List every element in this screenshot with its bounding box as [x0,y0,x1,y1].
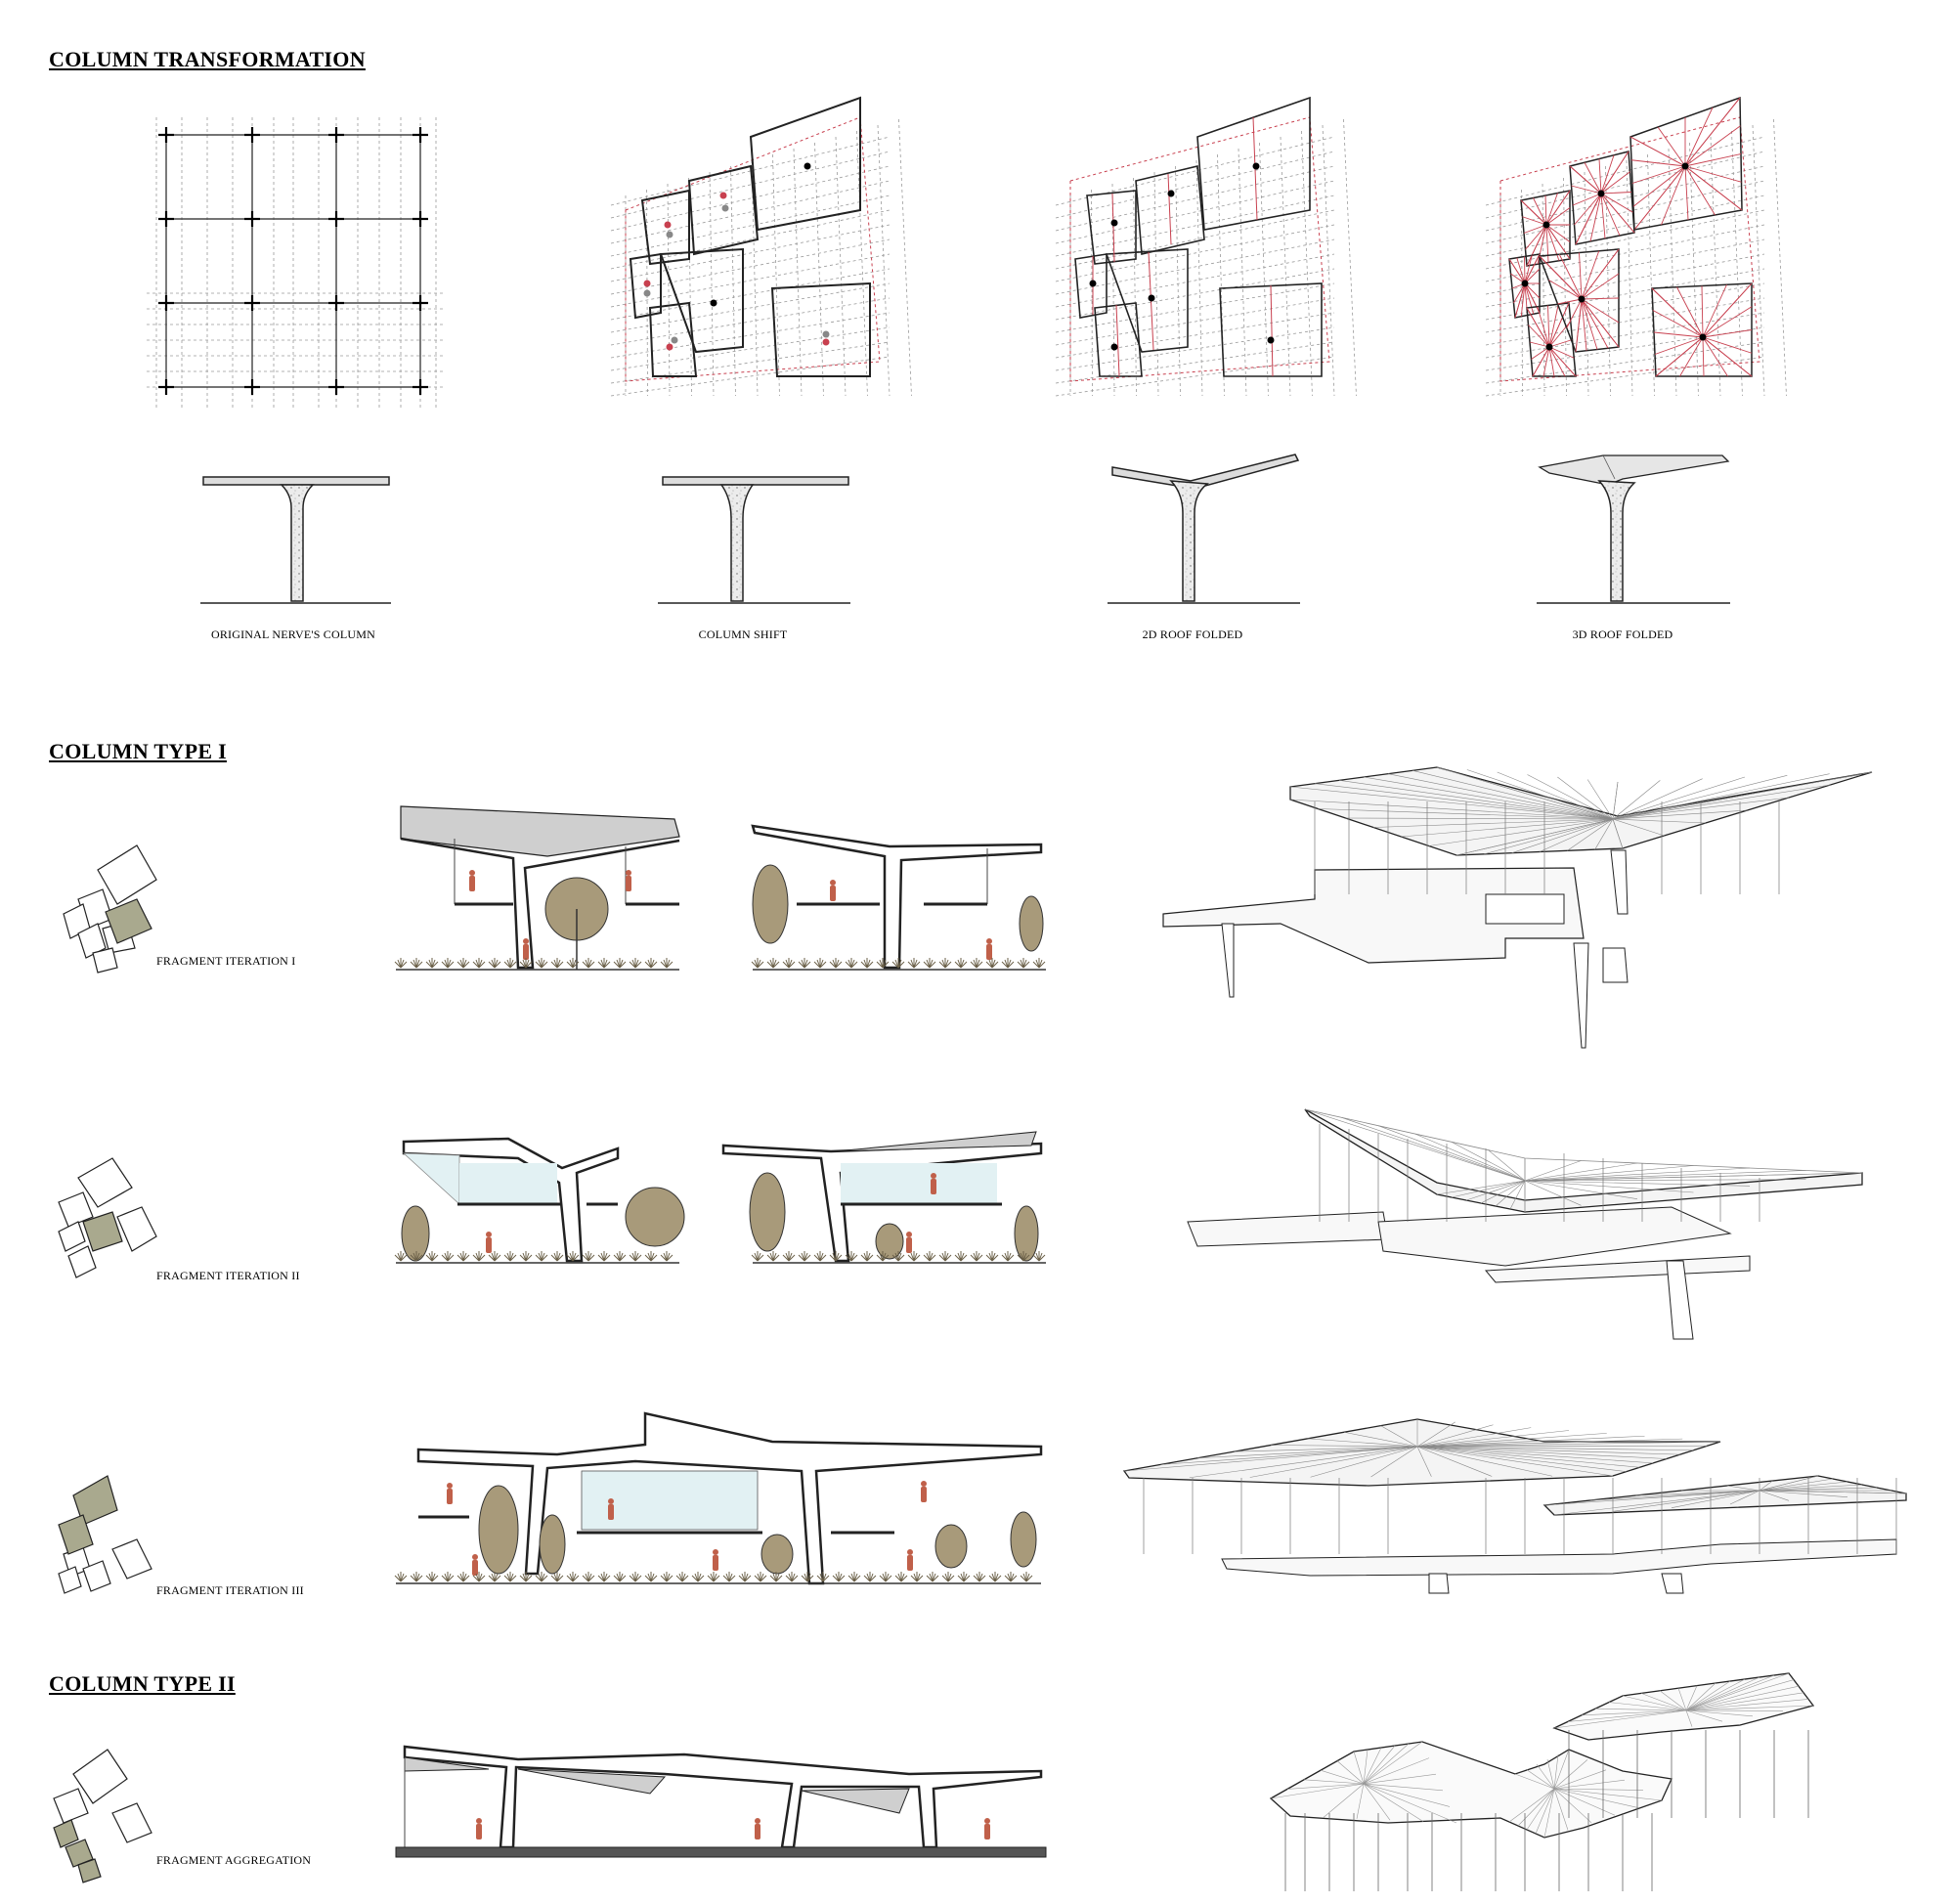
section-iteration-1-a [396,805,680,971]
step-caption-3d-roof: 3D ROOF FOLDED [1572,627,1673,641]
column-section-2d-folded [1108,454,1300,604]
iteration-caption-aggregation: FRAGMENT AGGREGATION [156,1853,312,1867]
grid-plan-column-shift [610,96,912,397]
grid-plan-original [147,117,445,411]
grid-plan-3d-roof-folded [1485,96,1787,397]
section-title-column-type-1: COLUMN TYPE I [49,739,227,763]
fragment-icon-iteration-2 [58,1157,157,1278]
section-iteration-2-a [396,1137,685,1264]
axonometric-iteration-2 [1187,1108,1863,1340]
iteration-caption-2: FRAGMENT ITERATION II [156,1269,300,1282]
iteration-caption-3: FRAGMENT ITERATION III [156,1583,304,1597]
section-title-column-transformation: COLUMN TRANSFORMATION [49,47,366,71]
fragment-icon-aggregation [53,1749,152,1883]
column-section-3d-folded [1537,454,1730,604]
step-caption-shift: COLUMN SHIFT [698,627,788,641]
step-caption-original: ORIGINAL NERVE'S COLUMN [210,627,376,641]
fragment-icon-iteration-1 [63,844,157,974]
section-title-column-type-2: COLUMN TYPE II [49,1671,236,1696]
section-aggregation [395,1745,1047,1858]
grid-plan-2d-roof-folded [1055,96,1357,397]
fragment-icon-iteration-3 [58,1475,152,1594]
column-section-original [200,476,391,604]
section-iteration-2-b [721,1131,1046,1264]
axonometric-iteration-3 [1122,1418,1907,1594]
column-section-shift [658,476,850,604]
iteration-caption-1: FRAGMENT ITERATION I [156,954,296,968]
axonometric-aggregation [1269,1672,1815,1891]
axonometric-iteration-1 [1162,766,1873,1049]
section-iteration-1-b [751,824,1046,971]
step-caption-2d-roof: 2D ROOF FOLDED [1142,627,1243,641]
